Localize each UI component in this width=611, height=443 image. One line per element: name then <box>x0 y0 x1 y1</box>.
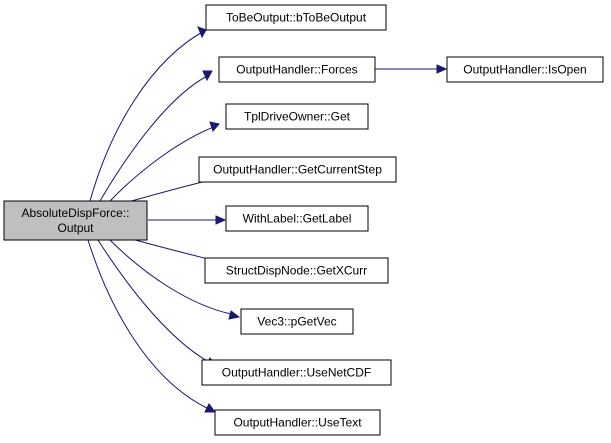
node-root-absolutedispforce-output[interactable]: AbsoluteDispForce:: Output <box>3 200 148 241</box>
node-outputhandler-isopen[interactable]: OutputHandler::IsOpen <box>446 56 604 83</box>
node-label: OutputHandler::GetCurrentStep <box>213 163 382 177</box>
edge-to-tobeoutput <box>89 26 207 202</box>
root-label-line2: Output <box>57 221 94 235</box>
node-outputhandler-usetext[interactable]: OutputHandler::UseText <box>214 409 381 436</box>
root-label-line1: AbsoluteDispForce:: <box>21 206 129 220</box>
node-label: OutputHandler::UseText <box>233 416 362 430</box>
edge-to-forces <box>99 70 213 202</box>
node-label: OutputHandler::Forces <box>236 63 357 77</box>
node-tpldriveowner-get[interactable]: TplDriveOwner::Get <box>225 103 369 130</box>
node-outputhandler-getcurrentstep[interactable]: OutputHandler::GetCurrentStep <box>198 156 397 183</box>
node-label: OutputHandler::UseNetCDF <box>222 366 371 380</box>
node-structdispnode-getxcurr[interactable]: StructDispNode::GetXCurr <box>204 257 389 284</box>
node-tobeoutput-btobeoutput[interactable]: ToBeOutput::bToBeOutput <box>205 4 387 31</box>
node-label: WithLabel::GetLabel <box>243 212 352 226</box>
node-label: ToBeOutput::bToBeOutput <box>226 11 367 25</box>
edge-forces-to-isopen <box>375 64 448 74</box>
node-label: TplDriveOwner::Get <box>244 110 351 124</box>
edge-to-usetext <box>87 239 216 413</box>
node-label: StructDispNode::GetXCurr <box>226 264 367 278</box>
node-outputhandler-usenetcdf[interactable]: OutputHandler::UseNetCDF <box>201 359 392 386</box>
edge-to-get <box>109 121 220 202</box>
node-withlabel-getlabel[interactable]: WithLabel::GetLabel <box>225 205 369 232</box>
node-label: OutputHandler::IsOpen <box>463 63 586 77</box>
node-outputhandler-forces[interactable]: OutputHandler::Forces <box>218 56 376 83</box>
edge-to-getlabel <box>148 215 227 225</box>
edge-to-pgetvec <box>109 239 241 320</box>
node-label: Vec3::pGetVec <box>257 315 336 329</box>
node-vec3-pgetvec[interactable]: Vec3::pGetVec <box>240 308 354 335</box>
